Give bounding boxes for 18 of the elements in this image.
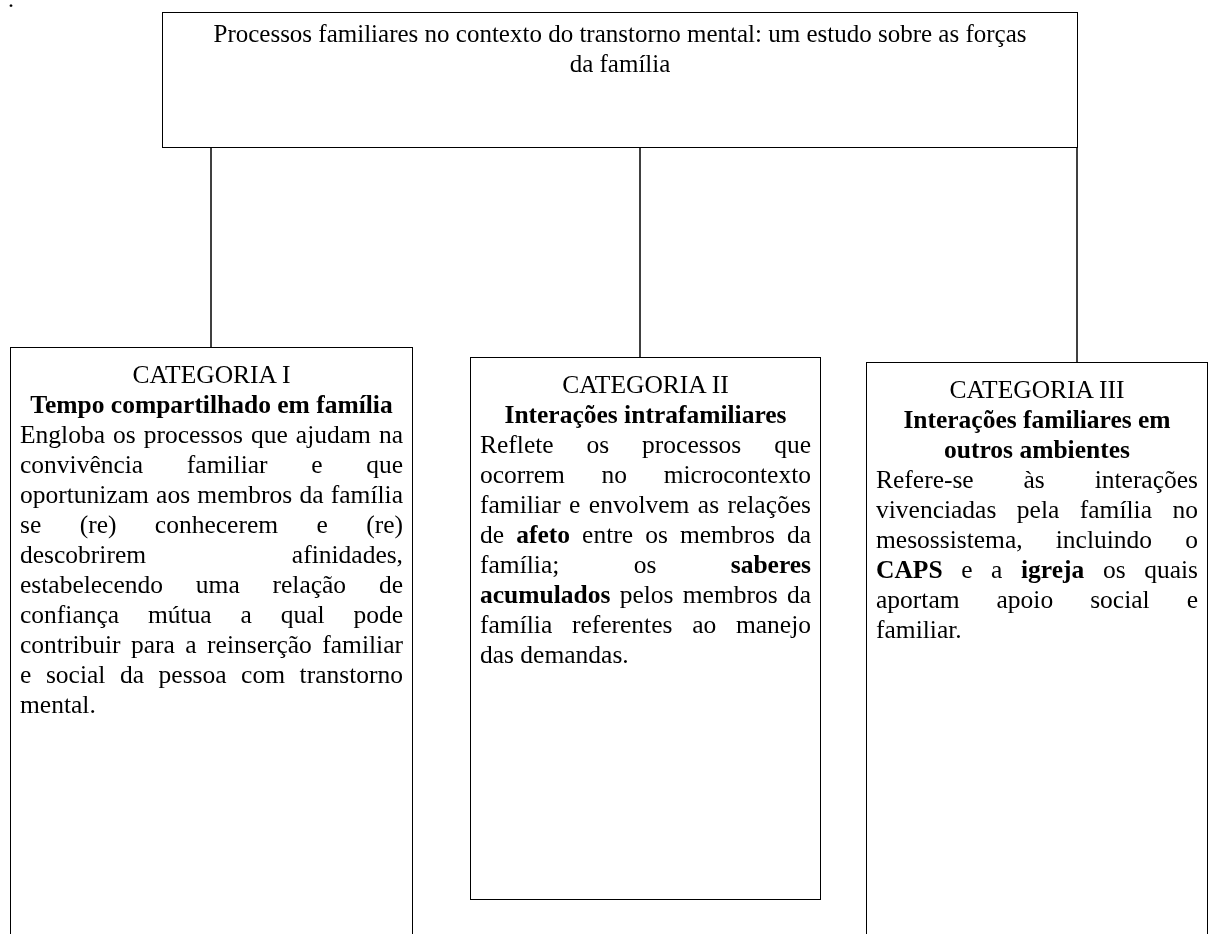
category-description: Refere-se às interações vivenciadas pela família no mesossistema, incluindo o CAPS e a igreja os quais aportam apoio social e familiar. <box>876 465 1198 645</box>
category-label: CATEGORIA I <box>131 360 292 390</box>
category-description: Reflete os processos que ocorrem no microcontexto familiar e envolvem as relações de afeto entre os membros da família; os saberes acumulados pelos membros da família referentes ao manejo das demandas. <box>480 430 811 670</box>
dot-mark: . <box>8 0 14 13</box>
category-box <box>470 357 821 900</box>
category-description: Engloba os processos que ajudam na convivência familiar e que oportunizam aos membros da família se (re) conhecerem e (re) descobrirem afinidades, estabelecendo uma relação de confiança mútua a qual pode contribuir para a reinserção familiar e social da pessoa com transtorno mental. <box>20 420 403 720</box>
category-box <box>866 362 1208 934</box>
title-box <box>162 12 1078 148</box>
category-title: Tempo compartilhado em família <box>29 390 394 420</box>
category-label: CATEGORIA II <box>561 370 730 400</box>
title-text: Processos familiares no contexto do transtorno mental: um estudo sobre as forças da família <box>212 19 1028 79</box>
category-box <box>10 347 413 934</box>
category-label: CATEGORIA III <box>948 375 1126 405</box>
category-title: Interações familiares em outros ambientes <box>902 405 1172 465</box>
category-title: Interações intrafamiliares <box>503 400 788 430</box>
connector-line <box>1076 147 1078 363</box>
connector-line <box>639 147 641 358</box>
connector-line <box>210 147 212 348</box>
